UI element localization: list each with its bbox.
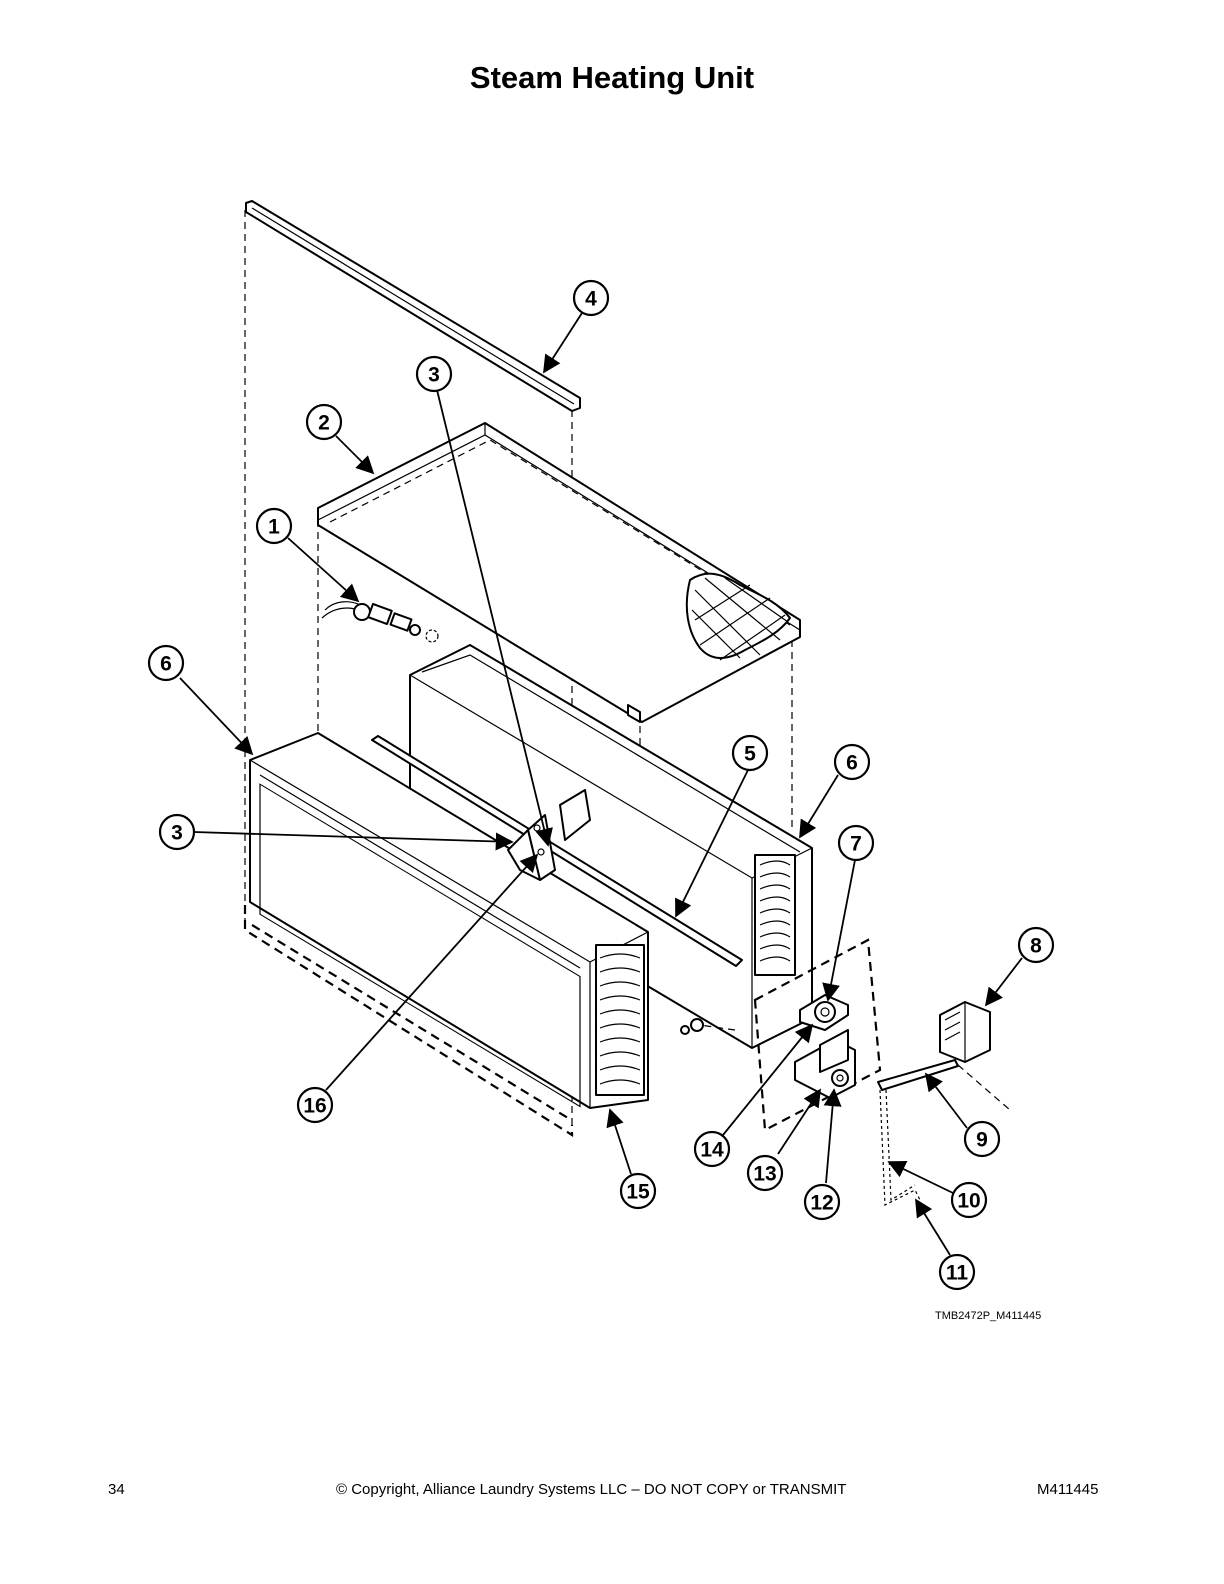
callout-8: 8 xyxy=(1017,926,1055,964)
svg-text:15: 15 xyxy=(626,1181,650,1204)
callout-9: 9 xyxy=(963,1120,1001,1158)
svg-text:4: 4 xyxy=(585,288,597,311)
alignment-lines xyxy=(244,210,793,1125)
callout-6-right: 6 xyxy=(833,743,871,781)
mesh-screen xyxy=(685,572,791,661)
callouts: 4 3 2 1 6 5 6 3 7 8 16 9 14 13 10 12 15 … xyxy=(147,279,1055,1291)
svg-text:3: 3 xyxy=(171,822,183,845)
svg-text:10: 10 xyxy=(957,1190,980,1213)
arm-part xyxy=(877,1059,1011,1111)
svg-text:6: 6 xyxy=(160,653,172,676)
front-coil-fins xyxy=(599,953,641,1085)
top-strip-part xyxy=(245,200,581,412)
svg-text:2: 2 xyxy=(318,412,330,435)
steam-valve-part xyxy=(321,601,439,643)
drawing-reference: TMB2472P_M411445 xyxy=(935,1310,1042,1322)
motor-box-part xyxy=(939,1001,991,1063)
svg-text:7: 7 xyxy=(850,833,862,856)
svg-text:9: 9 xyxy=(976,1129,988,1152)
callout-1: 1 xyxy=(255,507,293,545)
svg-text:5: 5 xyxy=(744,743,756,766)
copyright-notice: © Copyright, Alliance Laundry Systems LL… xyxy=(336,1481,847,1498)
callout-4: 4 xyxy=(572,279,610,317)
callout-10: 10 xyxy=(950,1181,988,1219)
svg-text:13: 13 xyxy=(753,1163,776,1186)
svg-text:6: 6 xyxy=(846,752,858,775)
callout-16: 16 xyxy=(296,1086,334,1124)
callout-6-left: 6 xyxy=(147,644,185,682)
callout-11: 11 xyxy=(938,1253,976,1291)
svg-text:14: 14 xyxy=(700,1139,724,1162)
rear-coil-fins xyxy=(759,860,791,962)
svg-text:8: 8 xyxy=(1030,935,1042,958)
callout-3-lower: 3 xyxy=(158,813,196,851)
callout-7: 7 xyxy=(837,824,875,862)
document-number: M411445 xyxy=(1037,1481,1099,1498)
callout-15: 15 xyxy=(619,1172,657,1210)
top-cover-part xyxy=(317,422,801,723)
bearing-plate-part xyxy=(680,938,882,1132)
sprocket-bracket-part xyxy=(794,1029,856,1099)
svg-text:1: 1 xyxy=(268,516,280,539)
svg-text:3: 3 xyxy=(428,364,440,387)
callout-14: 14 xyxy=(693,1130,731,1168)
front-coil-box-part xyxy=(243,732,649,1137)
chain-part xyxy=(879,1089,921,1206)
page-title: Steam Heating Unit xyxy=(469,60,755,95)
callout-12: 12 xyxy=(803,1183,841,1221)
callout-3-upper: 3 xyxy=(415,355,453,393)
svg-text:16: 16 xyxy=(303,1095,326,1118)
svg-text:11: 11 xyxy=(946,1262,969,1285)
callout-13: 13 xyxy=(746,1154,784,1192)
shaft-part xyxy=(371,735,743,967)
leader-lines xyxy=(179,312,1023,1256)
svg-text:12: 12 xyxy=(810,1192,833,1215)
callout-5: 5 xyxy=(731,734,769,772)
page-number: 34 xyxy=(108,1481,125,1498)
callout-2: 2 xyxy=(305,403,343,441)
